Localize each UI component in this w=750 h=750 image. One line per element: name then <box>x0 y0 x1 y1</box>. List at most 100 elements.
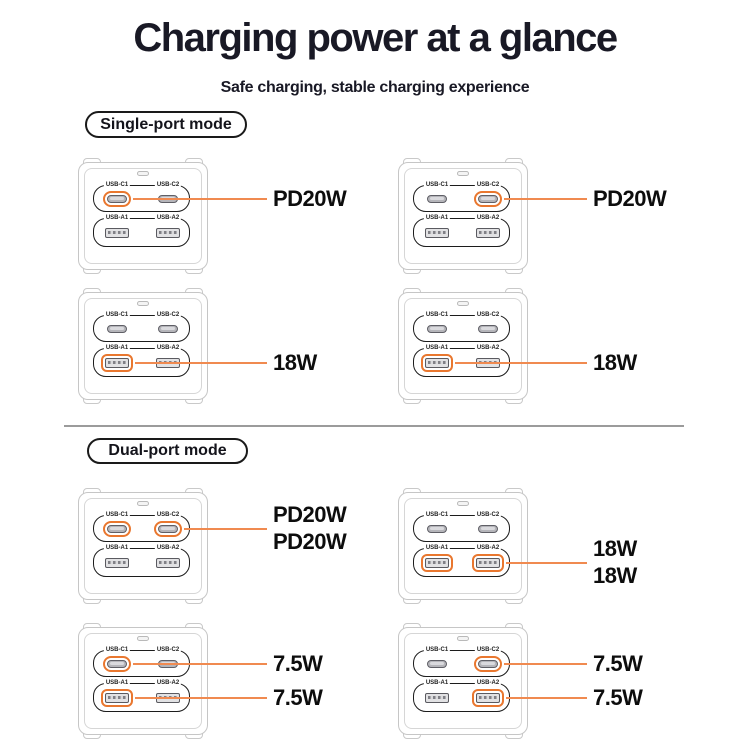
highlight-ring-c2 <box>474 655 502 672</box>
power-label: 7.5W <box>593 650 643 676</box>
port-label-c1: USB-C1 <box>423 646 451 654</box>
charger-body <box>398 492 528 600</box>
port-pins <box>108 360 126 364</box>
port-inner <box>110 197 124 200</box>
led-indicator <box>457 171 469 176</box>
usb-a1-port <box>105 692 129 703</box>
callout-line <box>134 361 267 364</box>
usb-c2-port <box>158 324 178 333</box>
port-label-a1: USB-A1 <box>423 344 451 352</box>
mode-badge-dual-port-label: Dual-port mode <box>108 442 227 459</box>
charger-face <box>404 498 522 594</box>
mode-badge-dual-port: Dual-port mode <box>87 438 248 464</box>
port-inner <box>481 327 495 330</box>
port-label-c2: USB-C2 <box>154 181 182 189</box>
callout-line <box>454 361 587 364</box>
port-label-a1: USB-A1 <box>423 679 451 687</box>
callout-line <box>183 527 267 530</box>
port-pins <box>479 230 497 234</box>
port-label-c2: USB-C2 <box>154 311 182 319</box>
power-label: 7.5W <box>273 650 323 676</box>
port-pins <box>428 230 446 234</box>
highlight-ring-c1 <box>103 190 131 207</box>
power-label: 18W <box>593 349 637 375</box>
led-indicator <box>137 636 149 641</box>
port-label-a2: USB-A2 <box>154 544 182 552</box>
charger-body <box>78 492 208 600</box>
charger-body <box>398 627 528 735</box>
port-inner <box>481 197 495 200</box>
highlight-ring-c1 <box>103 520 131 537</box>
port-label-a2: USB-A2 <box>474 544 502 552</box>
page-subtitle: Safe charging, stable charging experienc… <box>220 79 530 96</box>
charger-body <box>78 292 208 400</box>
port-inner <box>110 662 124 665</box>
power-label-group: 7.5W <box>593 649 643 678</box>
highlight-ring-c2 <box>474 190 502 207</box>
port-label-a1: USB-A1 <box>103 544 131 552</box>
usb-a1-port <box>425 557 449 568</box>
port-pins <box>428 695 446 699</box>
usb-a2-port <box>476 692 500 703</box>
port-pins <box>428 360 446 364</box>
port-inner <box>161 527 175 530</box>
port-inner <box>430 662 444 665</box>
charger-body <box>398 162 528 270</box>
port-label-c1: USB-C1 <box>103 181 131 189</box>
power-label: 7.5W <box>593 684 643 710</box>
port-label-a2: USB-A2 <box>474 344 502 352</box>
callout-line <box>503 662 587 665</box>
page-title: Charging power at a glance <box>133 16 618 60</box>
port-label-a2: USB-A2 <box>474 214 502 222</box>
charger-face <box>84 168 202 264</box>
power-label-group: 18W <box>273 348 317 377</box>
led-indicator <box>137 301 149 306</box>
power-label-group: 7.5W <box>273 649 323 678</box>
port-inner <box>481 527 495 530</box>
led-indicator <box>457 636 469 641</box>
led-indicator <box>457 301 469 306</box>
highlight-ring-a1 <box>421 553 453 572</box>
usb-c2-port <box>478 524 498 533</box>
usb-a2-port <box>156 227 180 238</box>
power-label-group: 18W <box>593 348 637 377</box>
section-divider <box>64 425 684 427</box>
usb-a1-port <box>105 357 129 368</box>
power-label: 18W <box>593 535 637 561</box>
port-label-a2: USB-A2 <box>474 679 502 687</box>
port-label-c2: USB-C2 <box>474 181 502 189</box>
port-pins <box>108 230 126 234</box>
port-label-a1: USB-A1 <box>423 544 451 552</box>
usb-a2-port <box>156 557 180 568</box>
port-pins <box>479 695 497 699</box>
usb-c1-port <box>107 324 127 333</box>
port-label-c1: USB-C1 <box>103 511 131 519</box>
port-label-c2: USB-C2 <box>154 511 182 519</box>
port-label-c1: USB-C1 <box>103 311 131 319</box>
mode-badge-single-port: Single-port mode <box>85 111 247 138</box>
port-label-c2: USB-C2 <box>474 311 502 319</box>
port-label-c1: USB-C1 <box>103 646 131 654</box>
port-label-a2: USB-A2 <box>154 344 182 352</box>
power-label-group: 7.5W <box>593 683 643 712</box>
usb-c1-port <box>427 659 447 668</box>
port-label-c2: USB-C2 <box>474 511 502 519</box>
port-pins <box>108 560 126 564</box>
port-pins <box>159 560 177 564</box>
charger-face <box>84 498 202 594</box>
port-inner <box>430 527 444 530</box>
mode-badge-single-port-label: Single-port mode <box>100 115 232 133</box>
highlight-ring-a2 <box>472 688 504 707</box>
usb-a2-port <box>476 557 500 568</box>
